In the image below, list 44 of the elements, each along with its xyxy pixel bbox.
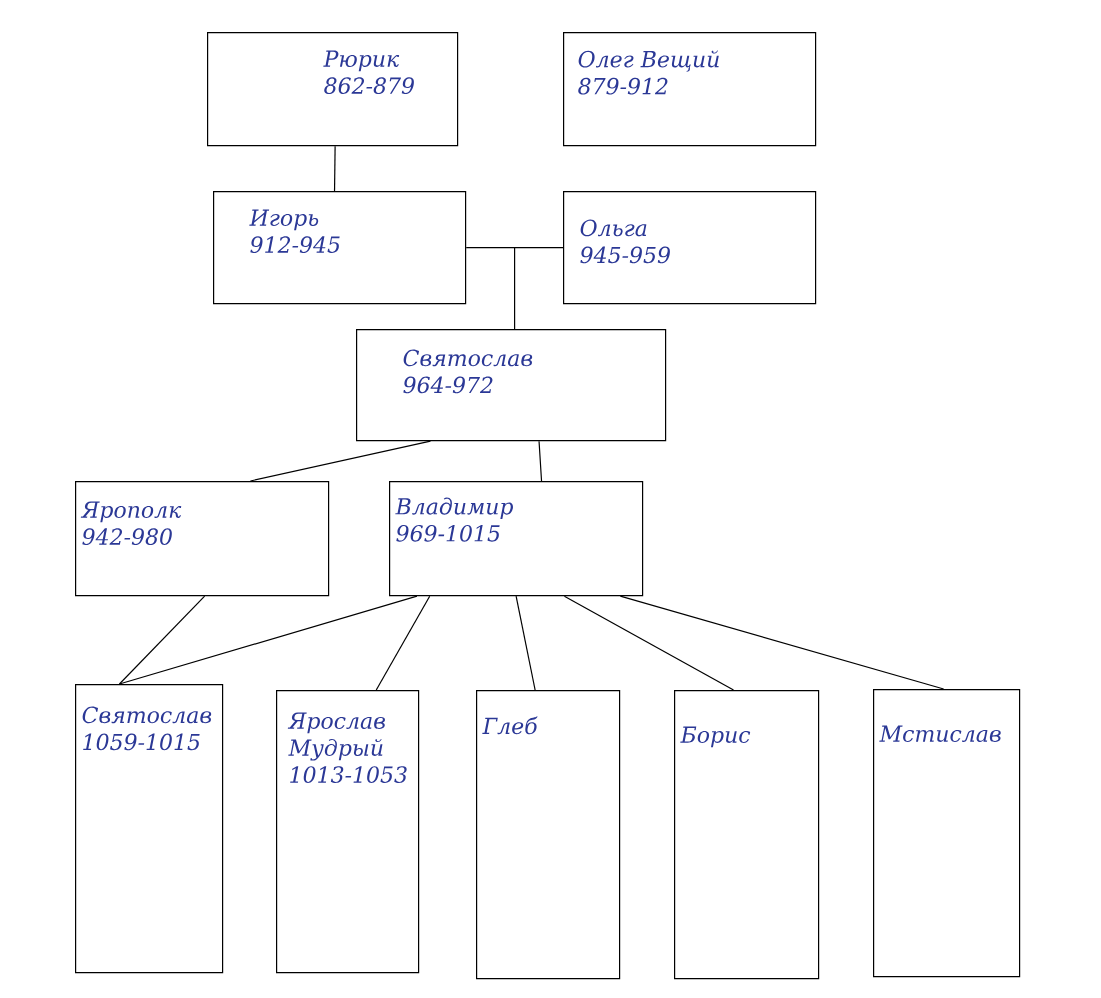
person-box: [75, 481, 330, 597]
reign-years: 912-945: [250, 236, 340, 253]
connector-line: [619, 595, 945, 690]
person-name: Глеб: [482, 716, 538, 735]
person-box: [207, 32, 459, 147]
person-box: [873, 689, 1021, 978]
person-box: [563, 32, 817, 147]
person-box: [389, 481, 644, 597]
connector-line: [563, 595, 735, 691]
person-name: Рюрик: [323, 50, 400, 72]
connector-line: [514, 247, 516, 330]
person-box: [674, 690, 820, 980]
connector-line: [118, 595, 206, 685]
person-name: Мстислав: [879, 725, 1001, 742]
person-name: Святослав: [82, 706, 212, 724]
reign-years: 969-1015: [396, 525, 500, 542]
person-box: [476, 690, 621, 980]
connector-line: [515, 595, 536, 691]
connector-line: [465, 247, 564, 249]
person-name: Игорь: [249, 209, 319, 231]
person-name: Ольга: [580, 219, 647, 237]
person-box: [563, 191, 817, 305]
reign-years: 945-959: [580, 246, 670, 264]
connector-line: [118, 595, 418, 685]
person-name: Святослав: [403, 349, 533, 367]
person-name: Владимир: [395, 497, 513, 519]
person-box: [276, 690, 420, 974]
person-name: Ярослав Мудрый: [287, 712, 385, 761]
person-name: Ярополк: [80, 501, 182, 523]
reign-years: 1059-1015: [83, 733, 200, 751]
person-box: [356, 329, 667, 442]
reign-years: 942-980: [82, 528, 172, 545]
connector-line: [249, 440, 432, 482]
person-box: [75, 684, 224, 974]
reign-years: 964-972: [403, 376, 493, 394]
connector-line: [375, 595, 431, 691]
reign-years: 1013-1053: [290, 766, 407, 783]
person-box: [213, 191, 467, 305]
connector-line: [333, 145, 336, 192]
person-name: Борис: [680, 726, 751, 748]
connector-line: [538, 440, 543, 482]
reign-years: 879-912: [578, 77, 668, 95]
reign-years: 862-879: [324, 77, 414, 94]
person-name: Олег Вещий: [578, 50, 719, 72]
